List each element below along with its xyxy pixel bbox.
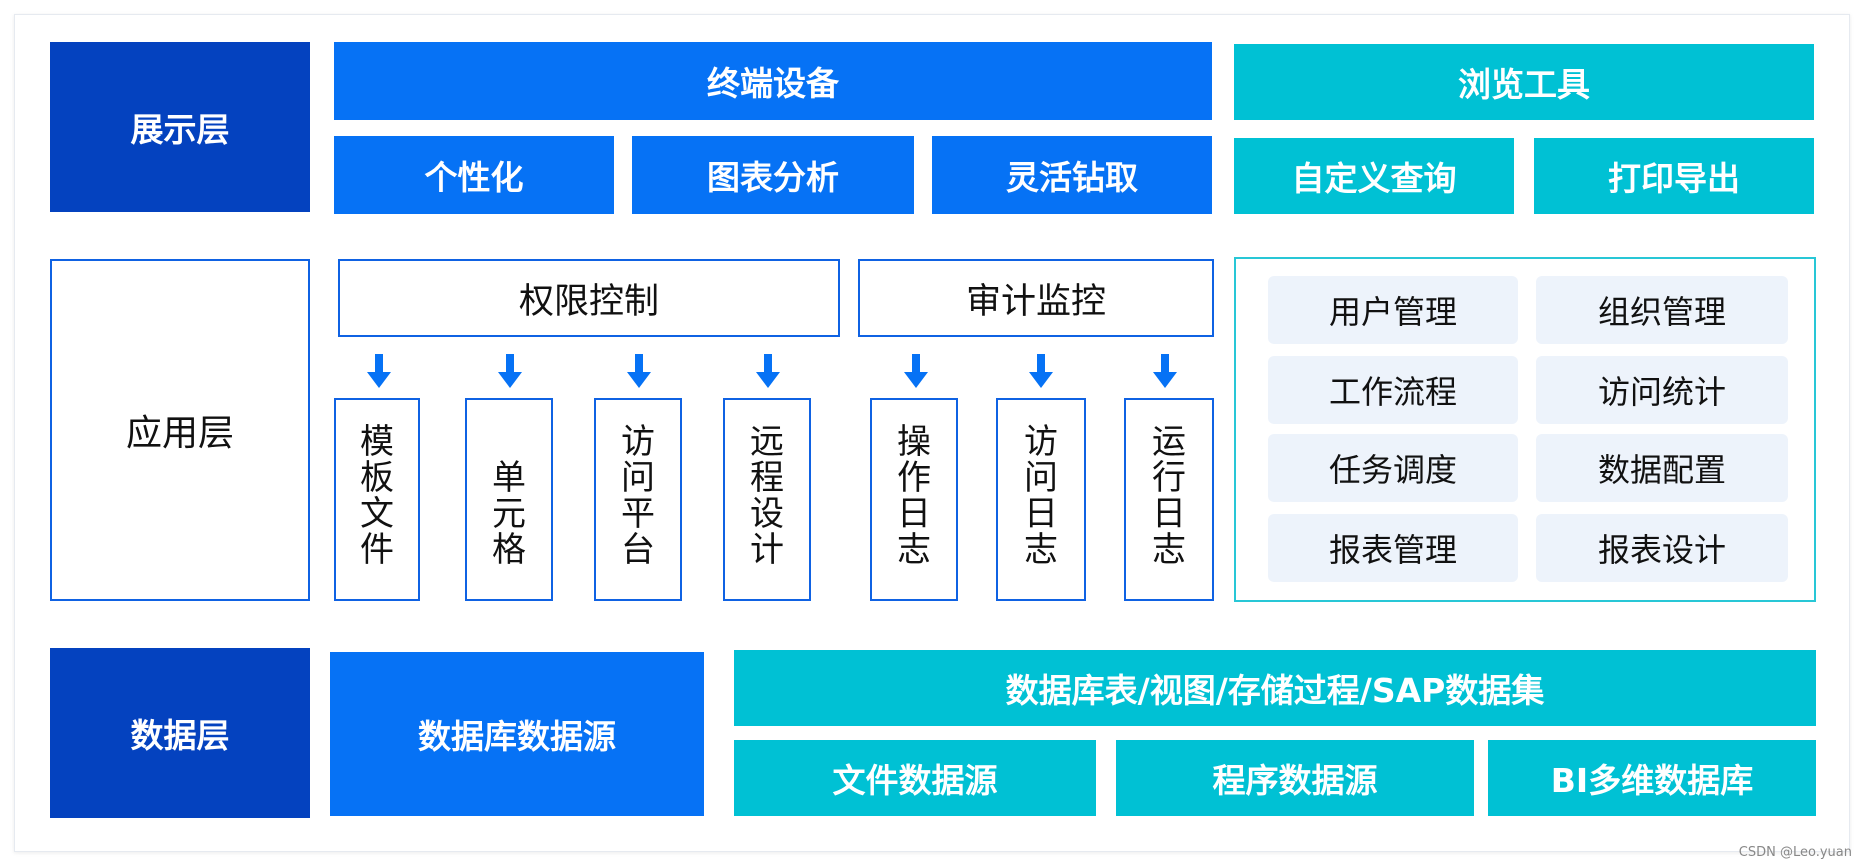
cell-box: 单元格 xyxy=(465,398,553,601)
workflow-item: 工作流程 xyxy=(1268,356,1518,424)
audit-monitoring-box: 审计监控 xyxy=(858,259,1214,337)
print-export-box: 打印导出 xyxy=(1534,138,1814,214)
chart-analysis-box: 图表分析 xyxy=(632,136,914,214)
presentation-layer-label: 展示层 xyxy=(50,42,310,212)
application-layer-label: 应用层 xyxy=(50,259,310,601)
vertical-label: 模板文件 xyxy=(360,422,394,571)
vertical-label: 单元格 xyxy=(492,458,526,571)
database-source-box: 数据库数据源 xyxy=(330,652,704,816)
arrow-down-icon xyxy=(904,354,928,388)
personalization-box: 个性化 xyxy=(334,136,614,214)
access-log-box: 访问日志 xyxy=(996,398,1086,601)
drilldown-box: 灵活钻取 xyxy=(932,136,1212,214)
vertical-label: 访问日志 xyxy=(1024,422,1058,571)
access-platform-box: 访问平台 xyxy=(594,398,682,601)
operation-log-box: 操作日志 xyxy=(870,398,958,601)
user-management-item: 用户管理 xyxy=(1268,276,1518,344)
arrow-down-icon xyxy=(498,354,522,388)
terminal-devices-box: 终端设备 xyxy=(334,42,1212,120)
custom-query-box: 自定义查询 xyxy=(1234,138,1514,214)
vertical-label: 运行日志 xyxy=(1152,422,1186,571)
bi-cube-box: BI多维数据库 xyxy=(1488,740,1816,816)
access-stats-item: 访问统计 xyxy=(1536,356,1788,424)
program-source-box: 程序数据源 xyxy=(1116,740,1474,816)
arrow-down-icon xyxy=(756,354,780,388)
remote-design-box: 远程设计 xyxy=(723,398,811,601)
data-layer-label: 数据层 xyxy=(50,648,310,818)
vertical-label: 远程设计 xyxy=(750,422,784,571)
db-objects-box: 数据库表/视图/存储过程/SAP数据集 xyxy=(734,650,1816,726)
runtime-log-box: 运行日志 xyxy=(1124,398,1214,601)
permission-control-box: 权限控制 xyxy=(338,259,840,337)
browse-tools-box: 浏览工具 xyxy=(1234,44,1814,120)
task-scheduling-item: 任务调度 xyxy=(1268,434,1518,502)
file-source-box: 文件数据源 xyxy=(734,740,1096,816)
watermark: CSDN @Leo.yuan xyxy=(1738,845,1852,860)
arrow-down-icon xyxy=(367,354,391,388)
vertical-label: 操作日志 xyxy=(897,422,931,571)
arrow-down-icon xyxy=(1029,354,1053,388)
vertical-label: 访问平台 xyxy=(621,422,655,571)
template-file-box: 模板文件 xyxy=(334,398,420,601)
arrow-down-icon xyxy=(627,354,651,388)
report-design-item: 报表设计 xyxy=(1536,514,1788,582)
arrow-down-icon xyxy=(1153,354,1177,388)
report-management-item: 报表管理 xyxy=(1268,514,1518,582)
org-management-item: 组织管理 xyxy=(1536,276,1788,344)
data-config-item: 数据配置 xyxy=(1536,434,1788,502)
